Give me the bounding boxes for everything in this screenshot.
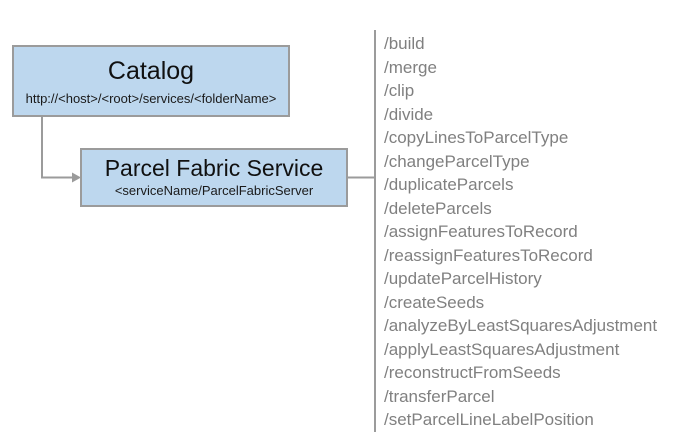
operation-item: /reassignFeaturesToRecord [384, 245, 593, 265]
operation-item: /transferParcel [384, 386, 495, 406]
node-catalog-subtitle: http://<host>/<root>/services/<folderNam… [25, 90, 277, 106]
operation-item: /copyLinesToParcelType [384, 128, 569, 147]
node-catalog: Catalog http://<host>/<root>/services/<f… [12, 45, 290, 117]
operation-item: /duplicateParcels [384, 175, 514, 194]
node-parcel-fabric-service: Parcel Fabric Service <serviceName/Parce… [80, 148, 348, 207]
operation-item: /setParcelLineLabelPosition [384, 410, 594, 429]
operation-item: /clip [384, 81, 415, 100]
operation-item: /applyLeastSquaresAdjustment [384, 339, 620, 359]
node-parcel-fabric-service-title: Parcel Fabric Service [104, 155, 324, 182]
operations-list: /build/merge/clip/divide/copyLinesToParc… [374, 30, 657, 432]
operation-item: /build [384, 34, 425, 53]
operation-item: /createSeeds [384, 292, 485, 312]
operation-item: /changeParcelType [384, 151, 530, 171]
node-catalog-title: Catalog [107, 56, 195, 85]
operation-item: /reconstructFromSeeds [384, 363, 561, 382]
catalog-to-parcel-connector [41, 117, 72, 179]
operation-item: /analyzeByLeastSquaresAdjustment [384, 316, 658, 335]
node-parcel-fabric-service-subtitle: <serviceName/ParcelFabricServer [114, 183, 314, 199]
operation-item: /divide [384, 104, 434, 124]
operation-item: /assignFeaturesToRecord [384, 222, 578, 241]
operation-item: /deleteParcels [384, 198, 492, 218]
operation-item: /merge [384, 57, 437, 77]
operation-item: /updateParcelHistory [384, 269, 542, 288]
